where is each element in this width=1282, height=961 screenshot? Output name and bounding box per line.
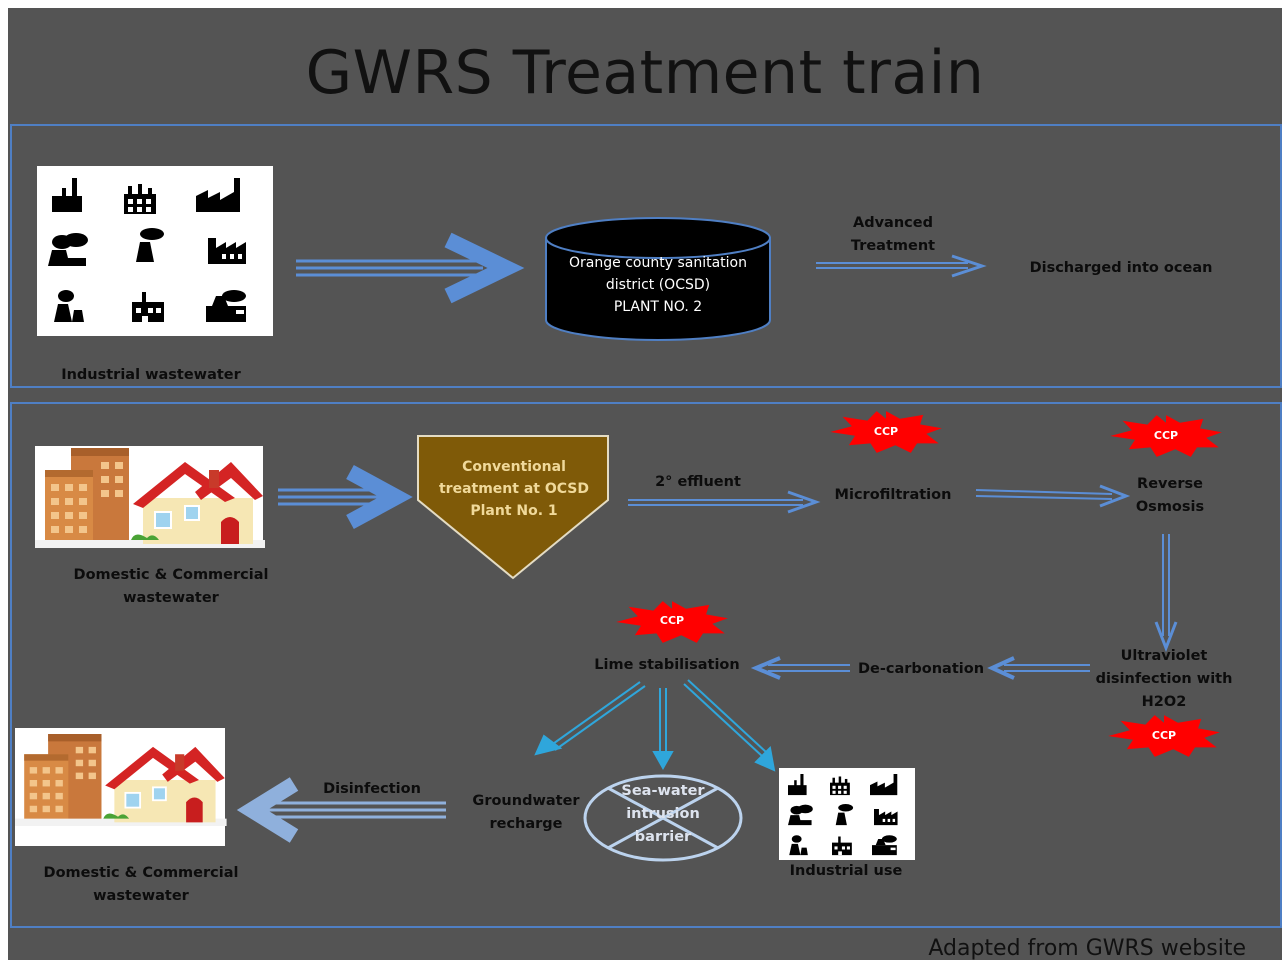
factory-grid-icon <box>37 166 273 336</box>
conventional-line3: Plant No. 1 <box>470 503 558 519</box>
industrial-panel <box>10 124 1282 388</box>
ccp-label-uv: CCP <box>1151 729 1177 742</box>
arrow-disinfection <box>236 777 446 843</box>
plant2-line2: district (OCSD) <box>605 277 711 293</box>
advanced-line1: Advanced <box>853 215 933 231</box>
sea-water-line1: Sea-water <box>621 783 705 799</box>
domestic-source-line1: Domestic & Commercial <box>73 567 269 583</box>
arrow-advanced-treatment <box>816 254 987 278</box>
source-credit: Adapted from GWRS website <box>928 936 1246 961</box>
arrow-to-plant2 <box>296 232 525 304</box>
microfiltration-label: Microfiltration <box>834 487 952 503</box>
arrow-to-conventional <box>278 464 413 530</box>
ccp-label-lime: CCP <box>659 614 685 627</box>
domestic-destination-label: Domestic & Commercial wastewater <box>28 862 254 908</box>
plant2-tank <box>545 217 771 341</box>
domestic-dest-line2: wastewater <box>93 888 189 904</box>
page-title: GWRS Treatment train <box>305 38 985 108</box>
slide: GWRS Treatment train <box>8 8 1282 961</box>
sea-water-line3: barrier <box>634 829 692 845</box>
conventional-line2: treatment at OCSD <box>438 481 589 497</box>
domestic-source-label: Domestic & Commercial wastewater <box>58 564 284 610</box>
domestic-source-line2: wastewater <box>123 590 219 606</box>
plant2-line1: Orange county sanitation <box>569 255 747 271</box>
industrial-use-label: Industrial use <box>789 863 903 879</box>
reverse-osmosis-label: Reverse Osmosis <box>1118 473 1222 519</box>
industrial-source-label: Industrial wastewater <box>61 367 241 383</box>
uv-line2: disinfection with <box>1095 671 1233 687</box>
ocean-discharge-label: Discharged into ocean <box>1029 260 1213 276</box>
ccp-label-ro: CCP <box>1153 429 1179 442</box>
domestic-destination-illustration <box>14 728 228 846</box>
domestic-dest-line1: Domestic & Commercial <box>43 865 239 881</box>
disinfection-label: Disinfection <box>323 781 421 797</box>
uv-disinfection-label: Ultraviolet disinfection with H2O2 <box>1084 645 1244 714</box>
plant2-line3: PLANT NO. 2 <box>613 299 703 315</box>
uv-line3: H2O2 <box>1141 694 1187 710</box>
ro-line1: Reverse <box>1137 476 1203 492</box>
arrow-to-decarbonation <box>987 656 1090 680</box>
diagram-graphics <box>14 166 1222 862</box>
sea-water-line2: intrusion <box>626 806 700 822</box>
decarbonation-label: De-carbonation <box>857 661 985 677</box>
uv-line1: Ultraviolet <box>1120 648 1208 664</box>
domestic-source-illustration <box>34 446 266 549</box>
industrial-use-icon <box>779 768 915 860</box>
ccp-label-microfiltration: CCP <box>873 425 899 438</box>
effluent-label: 2° effluent <box>655 474 741 490</box>
arrow-effluent <box>628 490 821 514</box>
sea-water-barrier-label: Sea-water intrusion barrier <box>610 780 716 849</box>
plant2-label: Orange county sanitation district (OCSD)… <box>548 252 768 318</box>
advanced-line2: Treatment <box>850 238 936 254</box>
lime-stabilisation-label: Lime stabilisation <box>594 657 740 673</box>
groundwater-line1: Groundwater <box>472 793 580 809</box>
groundwater-recharge-label: Groundwater recharge <box>466 790 586 836</box>
conventional-treatment-label: Conventional treatment at OCSD Plant No.… <box>428 456 600 522</box>
advanced-treatment-label: Advanced Treatment <box>828 212 958 258</box>
arrow-to-ro <box>975 484 1131 508</box>
arrows-lime-distribution <box>534 679 776 772</box>
domestic-panel <box>10 402 1282 928</box>
conventional-treatment-shape <box>417 435 609 580</box>
no-entry-circle-icon <box>583 774 743 862</box>
ro-line2: Osmosis <box>1135 499 1205 515</box>
groundwater-line2: recharge <box>489 816 563 832</box>
arrow-to-uv <box>1154 534 1178 653</box>
conventional-line1: Conventional <box>462 459 566 475</box>
arrow-to-lime <box>750 656 850 680</box>
